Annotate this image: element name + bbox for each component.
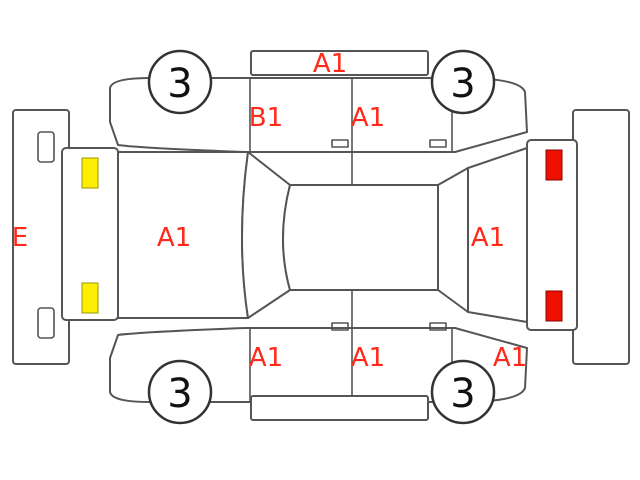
roof-panel bbox=[282, 184, 439, 291]
rear-bumper bbox=[572, 109, 630, 365]
grade-front-bumper: E bbox=[12, 223, 28, 253]
grade-hood: A1 bbox=[157, 223, 191, 253]
grade-front-left-door: B1 bbox=[249, 103, 283, 133]
grade-rear-right-door: A1 bbox=[351, 343, 385, 373]
left-front-handle bbox=[331, 139, 349, 148]
tire-front-left: 3 bbox=[147, 49, 213, 115]
top-sill-bar bbox=[250, 50, 429, 76]
right-side-profile bbox=[109, 327, 528, 403]
tire-rear-right-grade: 3 bbox=[450, 371, 475, 417]
tire-rear-left: 3 bbox=[430, 49, 496, 115]
left-rear-handle bbox=[429, 139, 447, 148]
grade-rear-left-door: A1 bbox=[351, 103, 385, 133]
fog-lamp-bottom bbox=[37, 307, 55, 339]
tail-lamp-bottom bbox=[545, 290, 563, 322]
grade-roof-top-panel: A1 bbox=[313, 49, 347, 79]
trunk-panel bbox=[467, 147, 528, 323]
grade-front-right-door: A1 bbox=[249, 343, 283, 373]
left-side-profile bbox=[109, 77, 528, 153]
tire-front-left-grade: 3 bbox=[167, 61, 192, 107]
tail-lamp-top bbox=[545, 149, 563, 181]
tire-front-right-grade: 3 bbox=[167, 371, 192, 417]
grade-rear-right-fender: A1 bbox=[493, 343, 527, 373]
right-rear-handle bbox=[429, 322, 447, 331]
right-front-handle bbox=[331, 322, 349, 331]
tire-rear-right: 3 bbox=[430, 359, 496, 425]
tire-rear-left-grade: 3 bbox=[450, 61, 475, 107]
bottom-sill-bar bbox=[250, 395, 429, 421]
fog-lamp-top bbox=[37, 131, 55, 163]
grade-trunk: A1 bbox=[471, 223, 505, 253]
headlamp-bottom bbox=[81, 282, 99, 314]
headlamp-top bbox=[81, 157, 99, 189]
tire-front-right: 3 bbox=[147, 359, 213, 425]
rear-window bbox=[437, 167, 469, 313]
